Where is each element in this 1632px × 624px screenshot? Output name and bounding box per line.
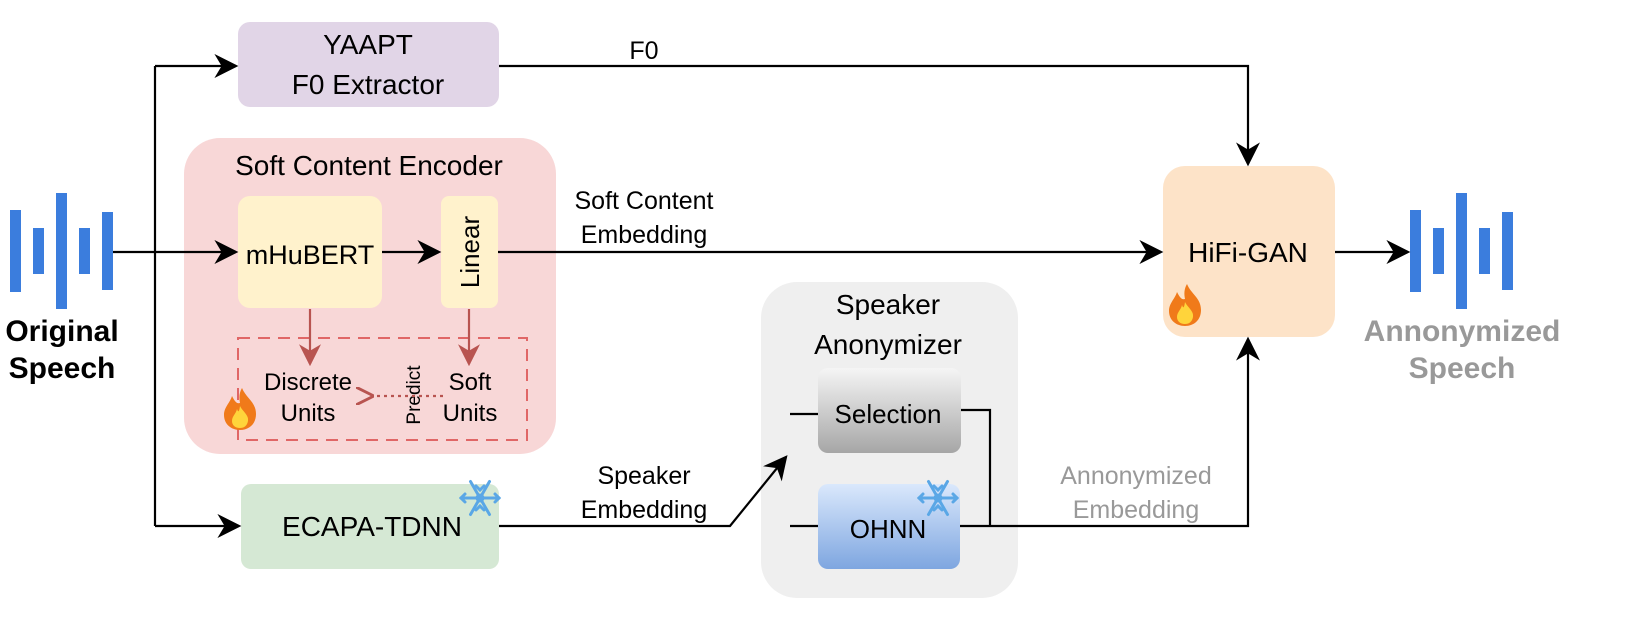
ohnn-label: OHNN (850, 514, 927, 544)
output-speech-label: Annonymized Speech (1364, 315, 1561, 385)
soft-content-embedding-label-2: Embedding (581, 221, 707, 249)
units-dashed-region (237, 337, 528, 441)
soft-content-encoder-title: Soft Content Encoder (235, 150, 503, 181)
output-waveform-icon (1410, 193, 1513, 309)
svg-text:Speech: Speech (1409, 352, 1516, 385)
flame-icon (224, 388, 256, 430)
selection-label: Selection (835, 399, 942, 429)
selection-box (818, 368, 961, 453)
ohnn-box (818, 484, 960, 569)
input-waveform-icon (10, 193, 113, 309)
svg-text:Original: Original (5, 315, 118, 348)
yaapt-f0-extractor-box (238, 22, 499, 107)
speaker-embedding-label: Speaker (597, 462, 690, 490)
f0-edge-label: F0 (629, 37, 658, 65)
input-speech-label: Original Speech (5, 315, 118, 385)
speaker-anonymizer-title-2: Anonymizer (814, 329, 962, 360)
mhubert-label: mHuBERT (246, 240, 375, 270)
speaker-anonymizer-title: Speaker (836, 289, 940, 320)
ecapa-tdnn-box (241, 484, 499, 569)
discrete-units-label: Discrete (264, 369, 352, 396)
snowflake-icon (458, 480, 502, 516)
soft-units-label: Soft (449, 369, 492, 396)
speaker-embedding-label-2: Embedding (581, 496, 707, 524)
anonymized-embedding-label: Annonymized (1060, 462, 1211, 490)
f0-extractor-label: F0 Extractor (292, 69, 444, 100)
flame-icon (1169, 284, 1201, 326)
ecapa-tdnn-label: ECAPA-TDNN (282, 511, 462, 542)
snowflake-icon (916, 480, 960, 516)
predict-label: Predict (404, 365, 425, 425)
svg-text:Annonymized: Annonymized (1364, 315, 1561, 348)
mhubert-box (238, 196, 382, 308)
yaapt-label: YAAPT (323, 29, 413, 60)
hifigan-label: HiFi-GAN (1188, 237, 1308, 268)
discrete-units-label-2: Units (281, 400, 336, 427)
linear-label: Linear (455, 216, 485, 289)
soft-content-embedding-label: Soft Content (575, 187, 714, 215)
linear-box (441, 196, 498, 308)
connectors (113, 54, 1411, 538)
soft-units-label-2: Units (443, 400, 498, 427)
unit-arrows (299, 309, 480, 396)
hifigan-box (1163, 166, 1335, 337)
svg-text:Speech: Speech (9, 352, 116, 385)
anonymized-embedding-label-2: Embedding (1073, 496, 1199, 524)
